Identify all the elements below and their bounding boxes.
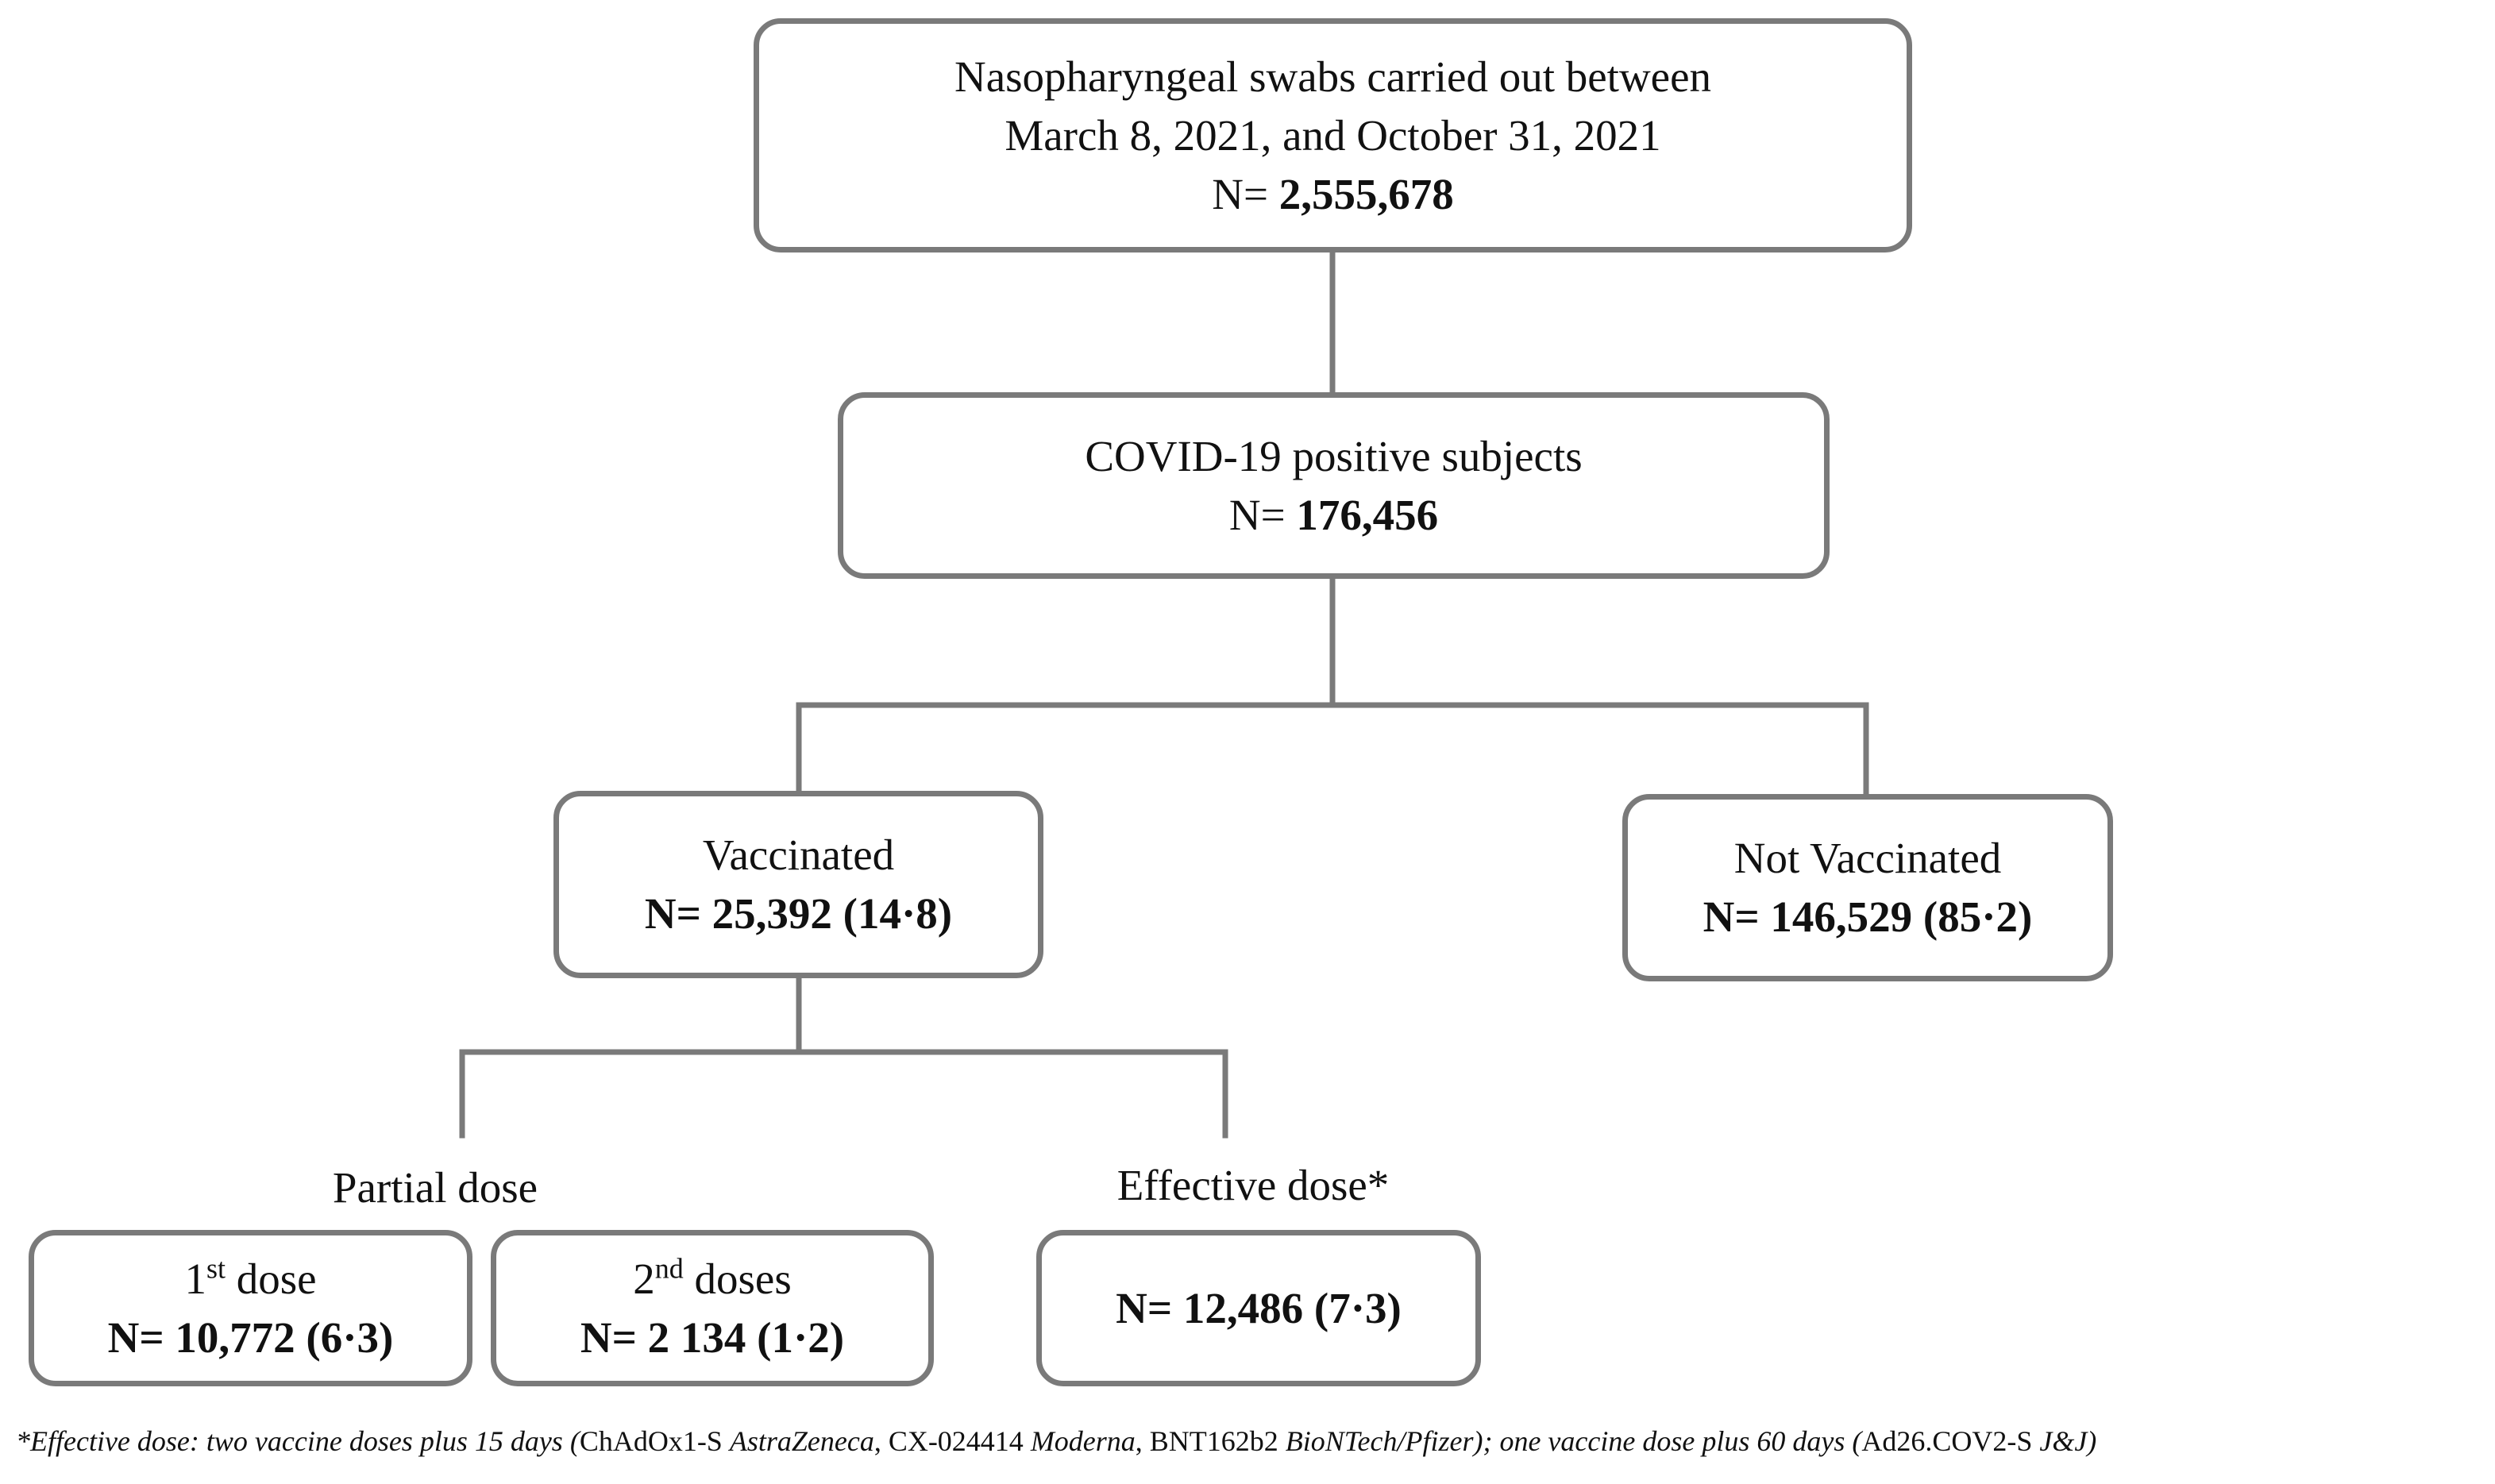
footnote-part: , CX-024414: [873, 1425, 1031, 1457]
node-second-dose: 2nd doses N= 2 134 (1·2): [491, 1230, 934, 1386]
footnote-part: J&J): [2039, 1425, 2097, 1457]
group-label-partial-dose: Partial dose: [332, 1163, 538, 1212]
dose-label: dose: [225, 1254, 317, 1303]
node-not-vaccinated: Not Vaccinated N= 146,529 (85·2): [1622, 794, 2113, 981]
ordinal-suffix: st: [206, 1252, 226, 1285]
n-prefix: N=: [1212, 169, 1279, 218]
node-swabs: Nasopharyngeal swabs carried out between…: [754, 18, 1912, 252]
footnote-part: ChAdOx1-S: [579, 1425, 730, 1457]
n-value: 176,456: [1296, 490, 1439, 539]
ordinal: 1: [184, 1254, 206, 1303]
node-vaccinated-count: N= 25,392 (14·8): [644, 889, 953, 938]
node-not-vaccinated-count: N= 146,529 (85·2): [1703, 892, 2033, 941]
ordinal-suffix: nd: [654, 1252, 684, 1285]
footnote: *Effective dose: two vaccine doses plus …: [16, 1421, 2096, 1461]
node-second-dose-label: 2nd doses: [633, 1250, 791, 1309]
node-positive-label: COVID-19 positive subjects: [1085, 431, 1583, 480]
connector-positive-to-not-vaccinated: [1329, 702, 1869, 799]
connector-positive-branch: [796, 576, 1336, 796]
node-vaccinated-label: Vaccinated: [702, 831, 895, 879]
node-swabs-line1: Nasopharyngeal swabs carried out between: [954, 52, 1711, 101]
node-effective-dose: N= 12,486 (7·3): [1036, 1230, 1481, 1386]
footnote-part: AstraZeneca: [729, 1425, 874, 1457]
ordinal: 2: [633, 1254, 655, 1303]
footnote-part: BioNTech/Pfizer); one vaccine dose plus …: [1285, 1425, 1862, 1457]
node-first-dose-label: 1st dose: [184, 1250, 316, 1309]
footnote-part: , BNT162b2: [1135, 1425, 1286, 1457]
node-not-vaccinated-label: Not Vaccinated: [1733, 834, 2002, 882]
node-swabs-count: N= 2,555,678: [1212, 165, 1454, 224]
footnote-part: Ad26.COV2-S: [1861, 1425, 2040, 1457]
node-positive-count: N= 176,456: [1229, 486, 1438, 545]
n-value: 2,555,678: [1278, 169, 1454, 218]
group-label-effective-dose: Effective dose*: [1116, 1161, 1390, 1209]
dose-label: doses: [683, 1254, 792, 1303]
footnote-part: Moderna: [1030, 1425, 1136, 1457]
node-swabs-line2: March 8, 2021, and October 31, 2021: [1005, 110, 1661, 160]
node-positive: COVID-19 positive subjects N= 176,456: [838, 392, 1830, 579]
node-vaccinated: Vaccinated N= 25,392 (14·8): [553, 791, 1043, 978]
node-effective-dose-count: N= 12,486 (7·3): [1116, 1283, 1402, 1332]
node-second-dose-count: N= 2 134 (1·2): [580, 1312, 845, 1362]
connector-dose-branch: [459, 1049, 1228, 1139]
n-prefix: N=: [1228, 490, 1297, 539]
node-first-dose-count: N= 10,772 (6·3): [107, 1312, 394, 1362]
node-first-dose: 1st dose N= 10,772 (6·3): [29, 1230, 472, 1386]
footnote-part: *Effective dose: two vaccine doses plus …: [16, 1425, 580, 1457]
